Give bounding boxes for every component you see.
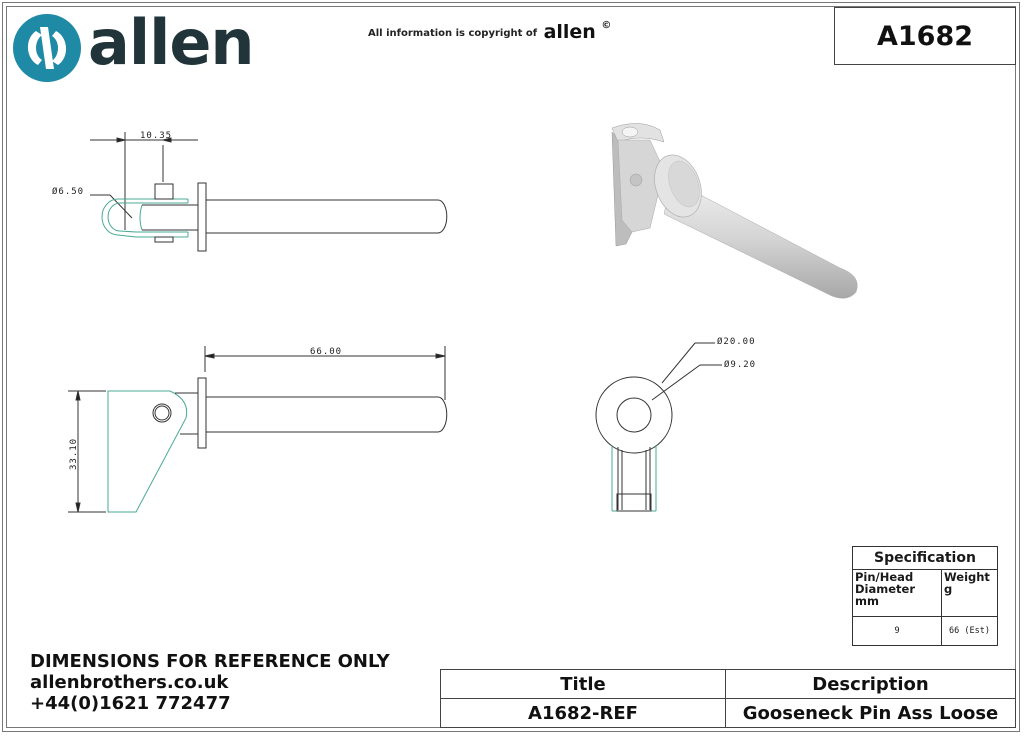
- copyright-notice: All information is copyright of allen ©: [368, 20, 611, 43]
- logo-wordmark: allen: [88, 6, 255, 79]
- title-value: A1682-REF: [440, 698, 726, 728]
- spec-header-weight: Weight g: [941, 569, 998, 617]
- phone-number: +44(0)1621 772477: [30, 693, 231, 714]
- reference-notice: DIMENSIONS FOR REFERENCE ONLY: [30, 651, 390, 672]
- end-view: Ø20.00 Ø9.20: [595, 336, 756, 512]
- spec-header-diameter: Pin/Head Diameter mm: [852, 569, 942, 617]
- title-label: Title: [440, 669, 726, 699]
- dim-dia-20-00: Ø20.00: [717, 336, 756, 347]
- spec-title: Specification: [852, 546, 998, 570]
- side-view: 66.00 33.10: [68, 346, 448, 513]
- allen-logo: allen: [12, 6, 282, 86]
- part-number-box: A1682: [834, 7, 1016, 65]
- footer-info: DIMENSIONS FOR REFERENCE ONLY allenbroth…: [30, 651, 390, 714]
- specification-table: Specification Pin/Head Diameter mm Weigh…: [852, 546, 998, 646]
- copyright-brand: allen: [543, 21, 596, 43]
- dim-66-00: 66.00: [310, 347, 342, 357]
- spec-value-diameter: 9: [852, 616, 942, 646]
- part-number: A1682: [876, 20, 974, 52]
- website-link[interactable]: allenbrothers.co.uk: [30, 672, 229, 693]
- description-label: Description: [725, 669, 1016, 699]
- dim-33-10: 33.10: [69, 438, 79, 470]
- dim-dia-9-20: Ø9.20: [724, 359, 756, 370]
- title-block: Title Description A1682-REF Gooseneck Pi…: [440, 669, 1016, 728]
- dim-10-35: 10.35: [140, 131, 172, 141]
- drawing-frame-inner: [6, 6, 1016, 728]
- isometric-view: [611, 123, 858, 299]
- dim-dia-6-50: Ø6.50: [52, 186, 84, 197]
- copyright-symbol: ©: [601, 20, 612, 31]
- spec-value-weight: 66 (Est): [941, 616, 998, 646]
- allen-logo-icon: [13, 14, 81, 82]
- copyright-text: All information is copyright of: [368, 28, 538, 39]
- top-view: 10.35 Ø6.50: [52, 131, 448, 252]
- description-value: Gooseneck Pin Ass Loose: [725, 698, 1016, 728]
